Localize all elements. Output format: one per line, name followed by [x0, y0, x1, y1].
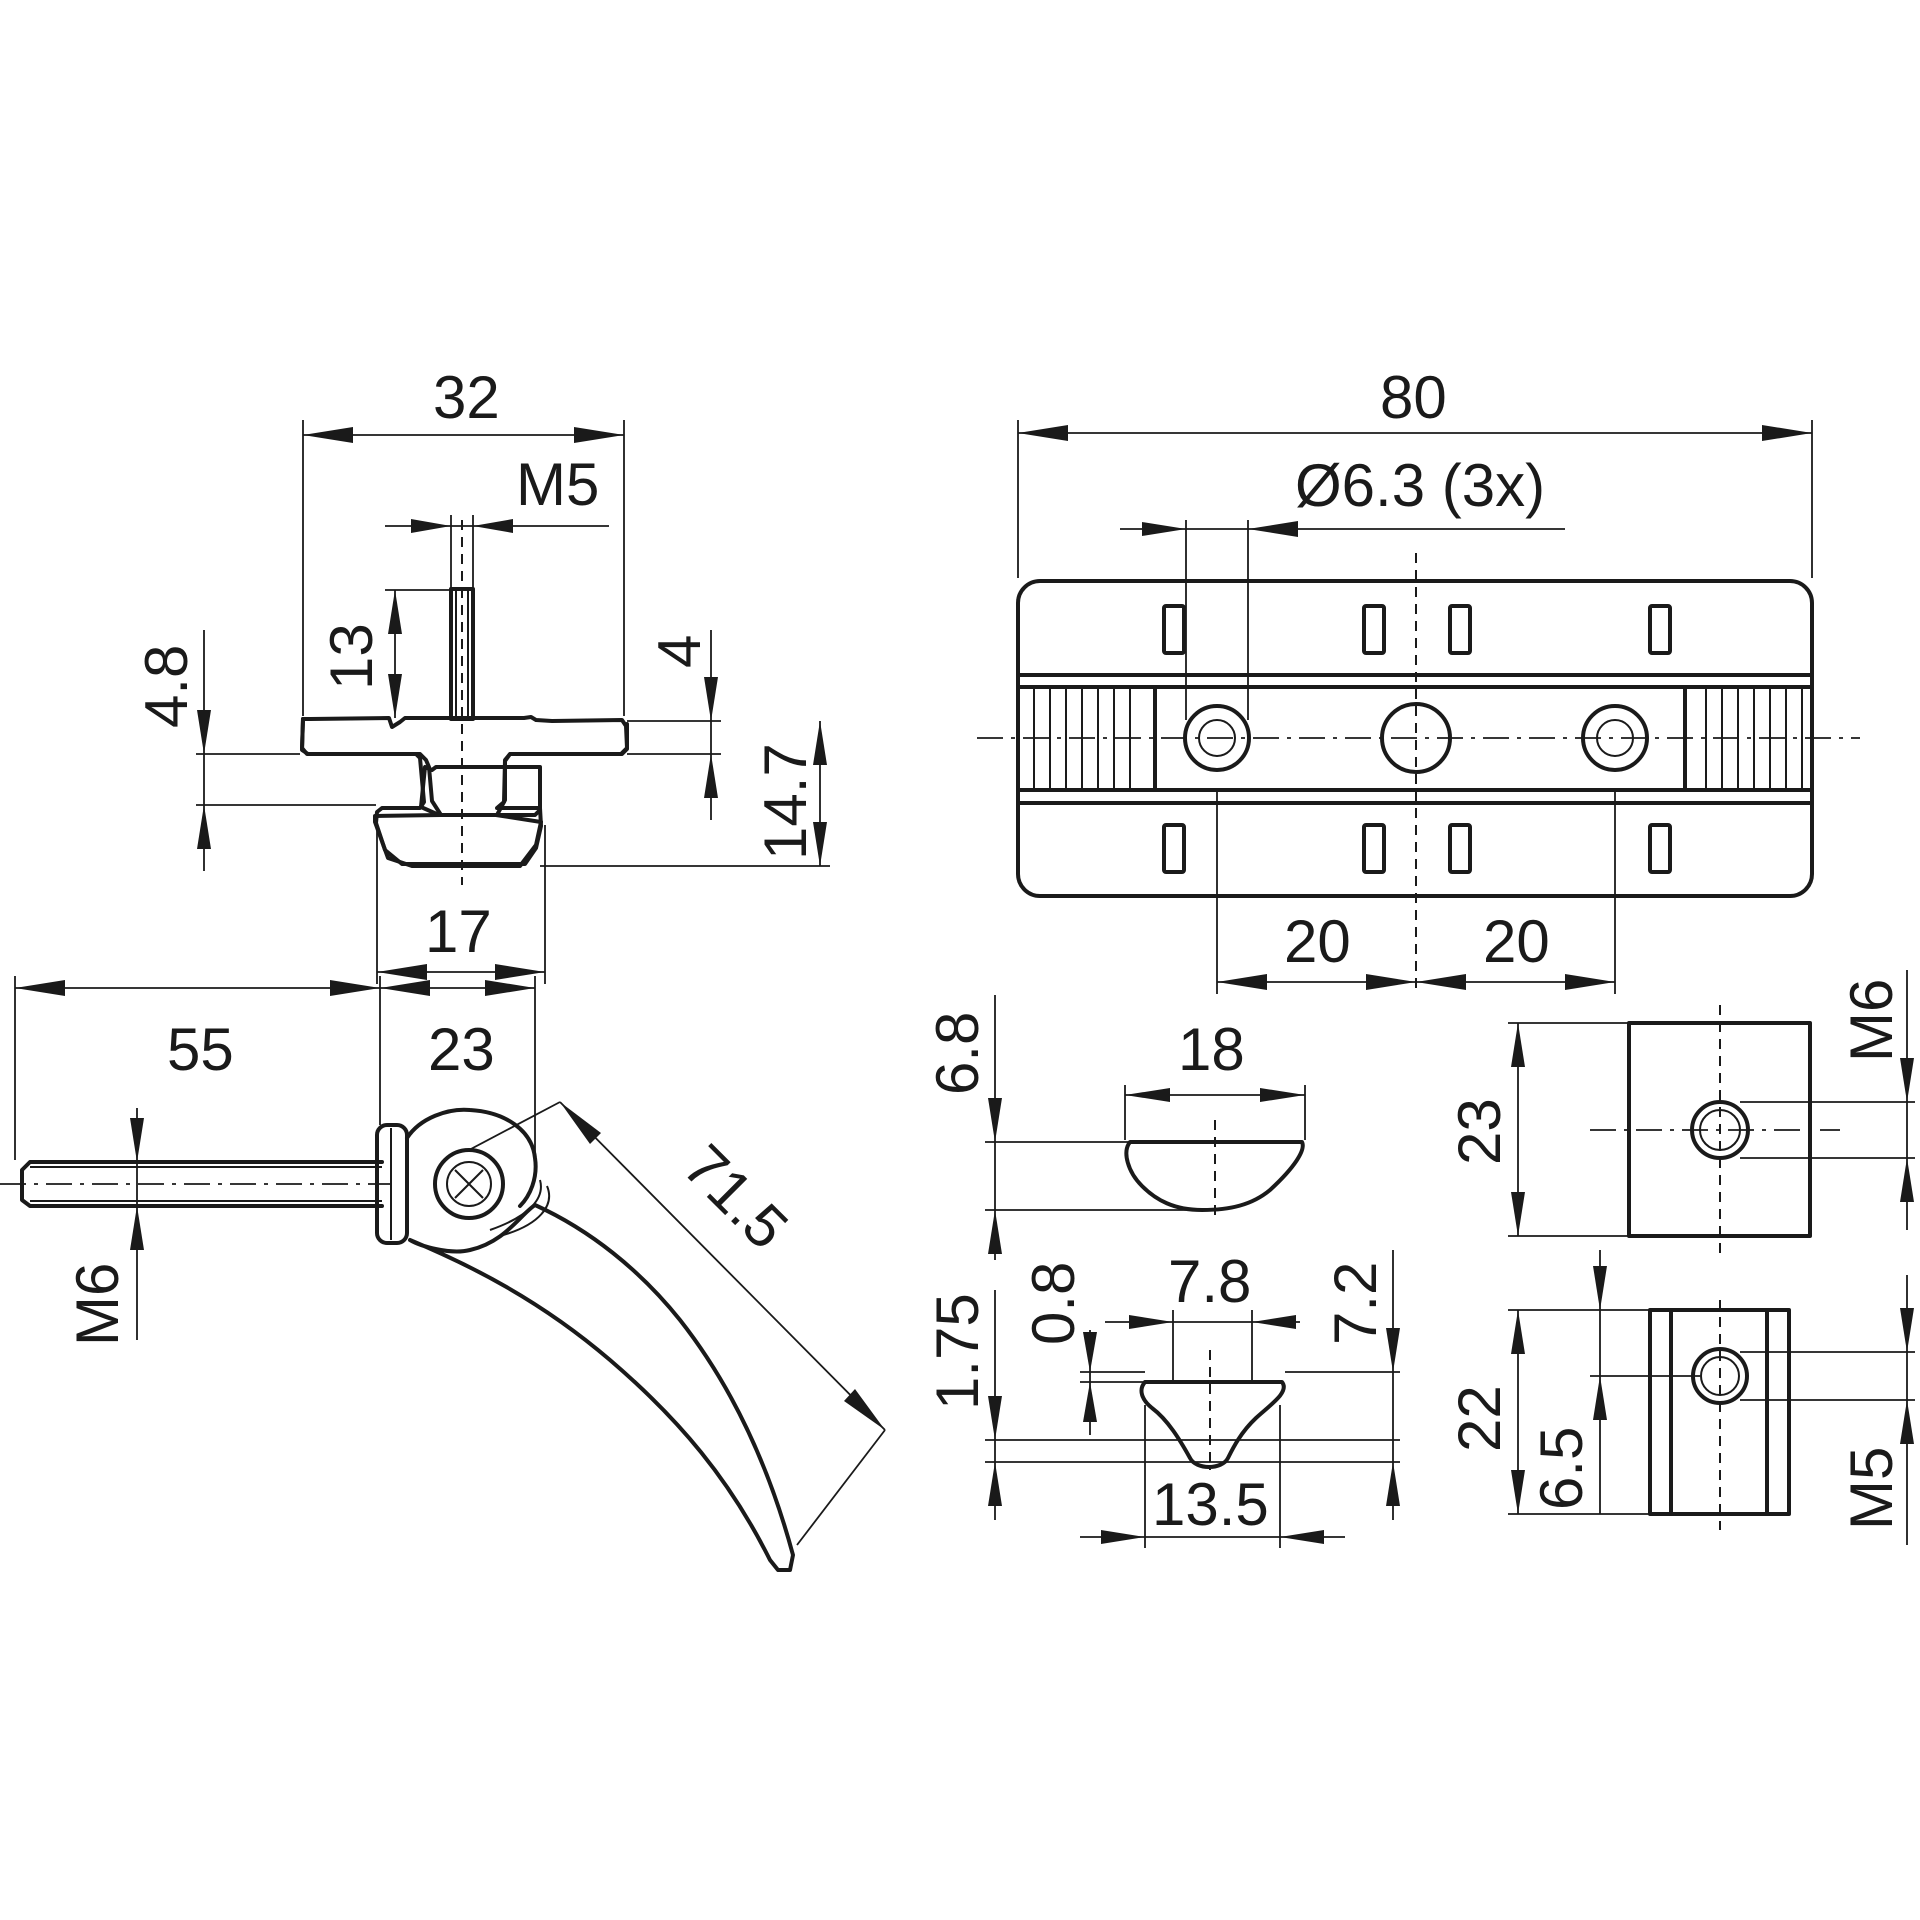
dim-71-5: 71.5: [671, 1132, 801, 1262]
dim-13-5: 13.5: [1152, 1471, 1269, 1538]
nut-m5-section: [1139, 1350, 1286, 1470]
dim-7-8: 7.8: [1168, 1248, 1251, 1315]
dim-80: 80: [1380, 364, 1447, 431]
nut-m5-side-dimensions: 22 6.5 M5: [1446, 1250, 1915, 1545]
nut-m5-outline: [1139, 1380, 1286, 1469]
clamp-flange-outline: [301, 715, 629, 817]
slots: [1162, 604, 1672, 874]
dim-55: 55: [167, 1016, 234, 1083]
clamp-end-dimensions: 32 M5 13 4.8 4 14.7: [133, 364, 830, 984]
dim-6-5: 6.5: [1528, 1427, 1595, 1510]
nut-m6-side-dimensions: 23 M6: [1446, 970, 1915, 1237]
dim-23-lever: 23: [428, 1016, 495, 1083]
nut-m6-section: [1124, 1120, 1305, 1220]
dim-20-right: 20: [1483, 908, 1550, 975]
lever-dimensions: 55 23 M6 71.5: [14, 976, 886, 1546]
lever-head: [405, 1107, 538, 1208]
lever-handle: [408, 1203, 795, 1572]
clamp-end-view: [300, 520, 629, 885]
dim-m6-nut: M6: [1838, 979, 1905, 1062]
dim-13: 13: [318, 623, 385, 690]
lever-view: [0, 1107, 795, 1572]
dim-hole-dia: Ø6.3 (3x): [1295, 452, 1545, 519]
dim-0-8: 0.8: [1020, 1262, 1087, 1345]
nut-m6-outline: [1124, 1140, 1305, 1212]
dim-7-2: 7.2: [1322, 1262, 1389, 1345]
clamp-base-outline: [300, 717, 629, 866]
dim-14-7: 14.7: [752, 743, 819, 860]
nut-m5-section-dimensions: 7.8 0.8 1.75 7.2 13.5: [924, 1248, 1400, 1548]
clamp-top-dimensions: 80 Ø6.3 (3x) 20 20: [1017, 364, 1813, 994]
clamp-top-view: [977, 553, 1860, 995]
dim-22: 22: [1446, 1385, 1513, 1452]
nut-m6-section-dimensions: 18 6.8: [924, 995, 1306, 1260]
dim-m5-nut: M5: [1838, 1447, 1905, 1530]
dim-4-8: 4.8: [133, 645, 200, 728]
right-ribs: [1683, 685, 1803, 792]
dim-23-nut: 23: [1446, 1098, 1513, 1165]
dim-17: 17: [425, 898, 492, 965]
nut-m6-side: [1590, 1005, 1840, 1255]
dim-m6-lever: M6: [64, 1263, 131, 1346]
dim-6-8: 6.8: [924, 1012, 991, 1095]
dim-m5-top: M5: [516, 451, 599, 518]
dim-32: 32: [433, 364, 500, 431]
dim-1-75: 1.75: [924, 1293, 991, 1410]
dim-4: 4: [646, 635, 713, 668]
dim-18: 18: [1178, 1016, 1245, 1083]
dim-20-left: 20: [1284, 908, 1351, 975]
lever-shaft: [20, 1160, 384, 1208]
nut-m5-side: [1648, 1300, 1791, 1530]
